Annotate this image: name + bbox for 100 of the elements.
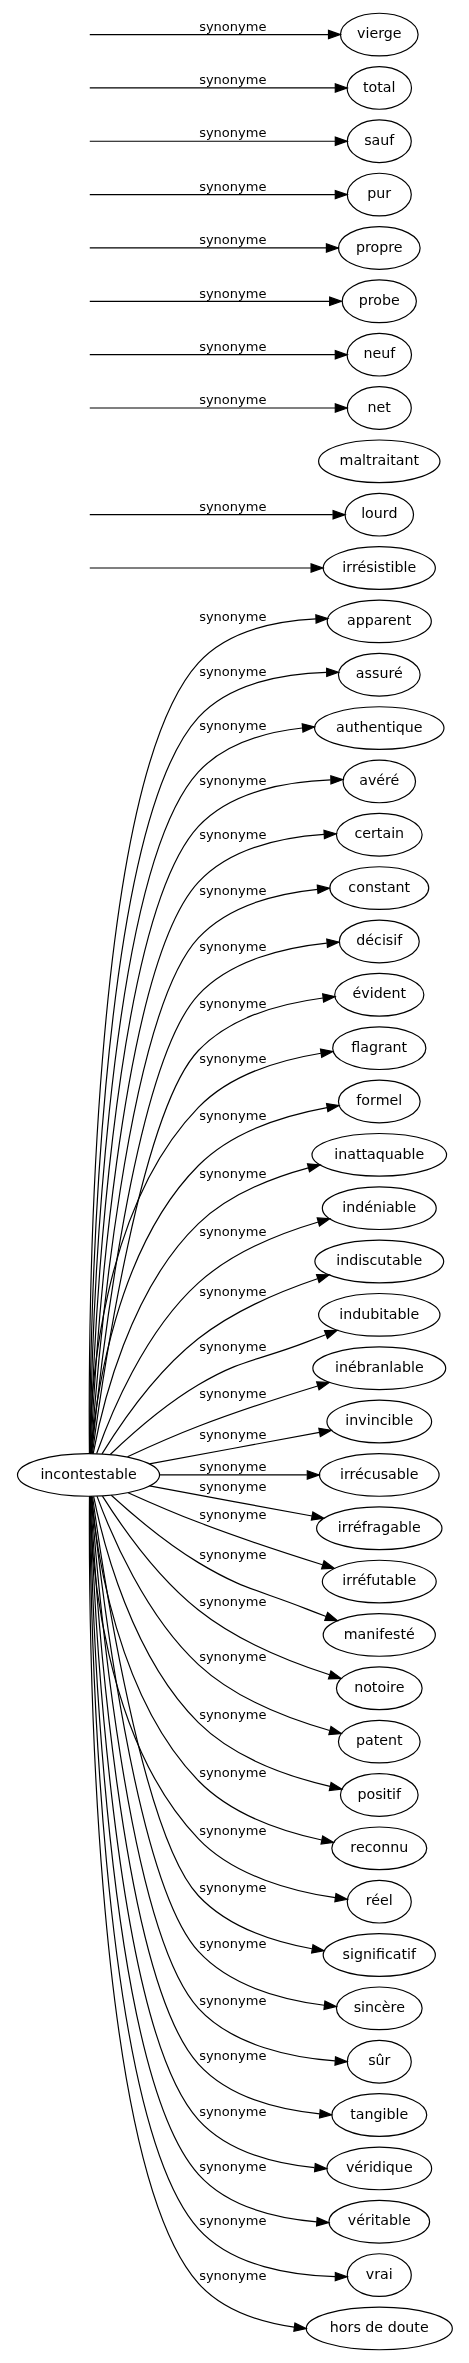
node-ellipse: sauf — [346, 119, 412, 164]
node-ellipse: véritable — [327, 2199, 430, 2244]
arrow — [95, 1217, 331, 1455]
edge-label: synonyme — [198, 1108, 266, 1124]
arrow — [101, 1495, 343, 1680]
arrow — [88, 29, 342, 40]
node-ellipse: net — [346, 386, 412, 430]
edge-label: synonyme — [198, 1992, 266, 2008]
arrow — [88, 509, 347, 520]
edge-label: synonyme — [198, 1879, 266, 1895]
node-ellipse: sûr — [346, 2039, 412, 2084]
edge-label: synonyme — [198, 1823, 266, 1839]
node-ellipse: hors de doute — [305, 2306, 453, 2351]
edge-label: synonyme — [198, 125, 266, 141]
node-ellipse: irrésistible — [322, 546, 436, 590]
node-ellipse: reconnu — [330, 1826, 427, 1871]
node-ellipse: irréfragable — [315, 1506, 443, 1551]
node-ellipse: invincible — [325, 1399, 432, 1444]
arrow — [127, 1492, 336, 1570]
node-ellipse: probe — [341, 279, 417, 324]
node-ellipse: neuf — [345, 332, 412, 377]
node-ellipse: assuré — [337, 652, 421, 697]
edge-label: synonyme — [198, 498, 266, 514]
edge-label: synonyme — [198, 1594, 266, 1610]
arrow — [148, 1427, 333, 1465]
edge-label: synonyme — [198, 72, 266, 88]
node-ellipse: inattaquable — [310, 1132, 447, 1177]
edge-label: synonyme — [198, 772, 266, 788]
arrow — [95, 1495, 343, 1736]
edge-label: synonyme — [198, 1224, 266, 1240]
edge-label: synonyme — [198, 2267, 266, 2283]
arrow — [88, 403, 349, 413]
edge-label: synonyme — [198, 232, 266, 248]
node-ellipse: apparent — [326, 599, 432, 644]
node-ellipse: réel — [346, 1879, 412, 1924]
node-ellipse: positif — [339, 1773, 419, 1817]
edge-label: synonyme — [198, 338, 266, 354]
edge-label: synonyme — [198, 1506, 266, 1522]
edge-label: synonyme — [198, 1283, 266, 1299]
arrow — [88, 296, 343, 307]
arrow — [88, 189, 349, 200]
edge-label: synonyme — [198, 718, 266, 734]
node-ellipse: irrécusable — [318, 1452, 440, 1497]
edge-label: synonyme — [198, 882, 266, 898]
arrow — [90, 1102, 341, 1454]
edge-label: synonyme — [198, 2048, 266, 2064]
edge-label: synonyme — [198, 1459, 266, 1475]
arrow — [158, 1469, 321, 1480]
edge-label: synonyme — [198, 1479, 266, 1495]
edge-label: synonyme — [198, 285, 266, 301]
edge-label: synonyme — [198, 2213, 266, 2229]
node-ellipse: patent — [337, 1719, 421, 1764]
arrow — [110, 1494, 339, 1622]
edge-label: synonyme — [198, 18, 266, 34]
node-ellipse: total — [345, 66, 412, 110]
node-ellipse: évident — [333, 972, 424, 1017]
arrow — [91, 1495, 326, 1954]
node-ellipse: indubitable — [317, 1292, 441, 1337]
arrow — [88, 349, 349, 360]
edge-label: synonyme — [198, 1385, 266, 1401]
node-ellipse: avéré — [341, 759, 416, 804]
node-ellipse: certain — [335, 812, 423, 857]
node-ellipse: authentique — [313, 706, 445, 750]
arrow — [92, 1163, 322, 1455]
node-ellipse: vrai — [346, 2253, 412, 2297]
node-ellipse: maltraitant — [317, 439, 441, 484]
edge-label: synonyme — [198, 1166, 266, 1182]
node-ellipse: incontestable — [16, 1452, 160, 1497]
edge-label: synonyme — [198, 663, 266, 679]
arrow — [109, 1329, 339, 1456]
edge-label: synonyme — [198, 1427, 266, 1443]
node-ellipse: sincère — [335, 1986, 423, 2031]
edge-label: synonyme — [198, 1546, 266, 1562]
edge-label: synonyme — [198, 1648, 266, 1664]
node-ellipse: véridique — [325, 2146, 432, 2191]
arrow — [88, 1495, 308, 2333]
edge-label: synonyme — [198, 1706, 266, 1722]
arrow — [88, 563, 325, 573]
arrow — [92, 1495, 344, 1792]
edge-label: synonyme — [198, 2158, 266, 2174]
node-ellipse: décisif — [338, 919, 420, 964]
node-ellipse: significatif — [322, 1933, 436, 1977]
edge-label: synonyme — [198, 178, 266, 194]
edge-label: synonyme — [198, 827, 266, 843]
edge-label: synonyme — [198, 1339, 266, 1355]
arrow — [88, 136, 349, 147]
node-ellipse: tangible — [330, 2093, 427, 2137]
node-ellipse: constant — [328, 866, 429, 911]
arrow — [148, 1485, 326, 1521]
node-ellipse: pur — [346, 172, 412, 217]
node-ellipse: formel — [337, 1079, 421, 1124]
arrow — [90, 1495, 335, 1845]
edge-label: synonyme — [198, 995, 266, 1011]
edge-label: synonyme — [198, 1051, 266, 1067]
arrow — [88, 723, 316, 1455]
arrow — [88, 82, 349, 93]
arrow — [100, 1274, 331, 1455]
arrow — [126, 1381, 331, 1458]
node-ellipse: notoire — [335, 1666, 423, 1711]
node-ellipse: lourd — [343, 492, 414, 537]
